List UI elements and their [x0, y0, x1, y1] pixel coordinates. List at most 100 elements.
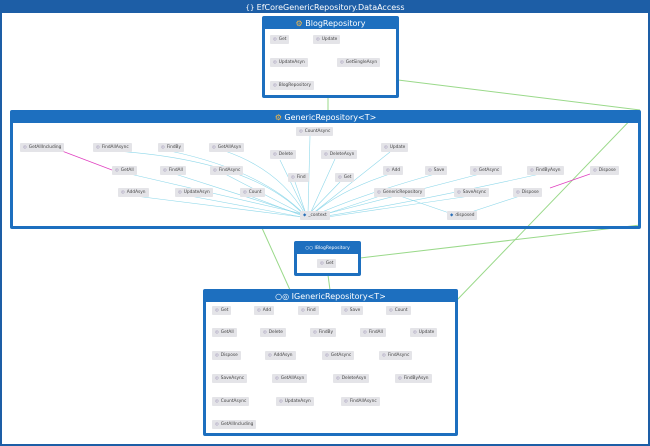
field-node[interactable]: ◆disposed — [447, 211, 478, 220]
member-node[interactable]: ◎GetAsync — [322, 351, 355, 360]
member-node[interactable]: ◎GenericRepository — [374, 188, 426, 197]
member-node[interactable]: ◎BlogRepository — [270, 81, 315, 90]
member-node[interactable]: ◎AddAsyn — [118, 188, 149, 197]
member-node[interactable]: ◎GetAsync — [470, 166, 503, 175]
generic-repository-header[interactable]: ⚙ GenericRepository<T> — [13, 113, 638, 123]
member-label: BlogRepository — [278, 83, 312, 88]
member-label: Update — [321, 37, 338, 42]
edge — [308, 181, 341, 215]
member-label: Get — [325, 261, 334, 266]
edge — [307, 135, 311, 215]
member-node[interactable]: ◎FindAll — [360, 328, 386, 337]
method-icon: ◎ — [275, 376, 279, 381]
field-node[interactable]: ◆_context — [300, 211, 330, 220]
member-node[interactable]: ◎DeleteAsyn — [333, 374, 370, 383]
member-node[interactable]: ◎Update — [313, 35, 341, 44]
field-icon: ◆ — [450, 213, 454, 218]
member-node[interactable]: ◎Dispose — [513, 188, 542, 197]
method-icon: ◎ — [324, 152, 328, 157]
member-node[interactable]: ◎FindAsync — [210, 166, 244, 175]
member-node[interactable]: ◎SaveAsync — [454, 188, 490, 197]
member-node[interactable]: ◎Get — [212, 306, 232, 315]
member-node[interactable]: ◎Get — [317, 259, 337, 268]
blog-repository-class[interactable]: ⚙ BlogRepository ◎Get ◎Update ◎UpdateAsy… — [262, 16, 399, 98]
iblog-repository-header[interactable]: ○○ IBlogRepository — [297, 244, 358, 254]
member-node[interactable]: ◎Get — [335, 173, 355, 182]
igeneric-repository-header[interactable]: ○◎ IGenericRepository<T> — [206, 292, 455, 302]
edge — [261, 227, 291, 291]
method-icon: ◎ — [279, 399, 283, 404]
member-node[interactable]: ◎Dispose — [212, 351, 241, 360]
member-node[interactable]: ◎Count — [386, 306, 411, 315]
member-node[interactable]: ◎UpdateAsyn — [270, 58, 308, 67]
member-label: Get — [220, 308, 229, 313]
member-node[interactable]: ◎GetAllIncluding — [212, 420, 257, 429]
member-node[interactable]: ◎Save — [341, 306, 364, 315]
member-node[interactable]: ◎Count — [240, 188, 265, 197]
call-edge — [549, 173, 591, 189]
member-label: GetAll — [220, 330, 234, 335]
member-node[interactable]: ◎SaveAsync — [212, 374, 248, 383]
method-icon: ◎ — [215, 422, 219, 427]
member-node[interactable]: ◎GetAll — [112, 166, 137, 175]
member-node[interactable]: ◎Add — [383, 166, 404, 175]
member-node[interactable]: ◎Add — [254, 306, 275, 315]
method-icon: ◎ — [215, 353, 219, 358]
member-label: FindAll — [368, 330, 383, 335]
member-node[interactable]: ◎GetAll — [212, 328, 237, 337]
igeneric-repository-interface[interactable]: ○◎ IGenericRepository<T> — [203, 289, 458, 436]
member-node[interactable]: ◎FindByAsyn — [395, 374, 432, 383]
method-icon: ◎ — [344, 308, 348, 313]
member-node[interactable]: ◎FindBy — [310, 328, 337, 337]
member-node[interactable]: ◎UpdateAsyn — [175, 188, 213, 197]
member-node[interactable]: ◎Save — [425, 166, 448, 175]
namespace-title: EfCoreGenericRepository.DataAccess — [256, 3, 405, 12]
member-label: Update — [389, 145, 406, 150]
member-node[interactable]: ◎Update — [410, 328, 438, 337]
member-node[interactable]: ◎Find — [288, 173, 309, 182]
edge — [224, 150, 306, 215]
member-label: Delete — [268, 330, 283, 335]
interface-title: IGenericRepository<T> — [291, 292, 386, 301]
iblog-repository-interface[interactable]: ○○ IBlogRepository ◎Get — [294, 241, 361, 276]
member-label: AddAsyn — [126, 190, 146, 195]
member-label: Get — [343, 175, 352, 180]
blog-repository-header[interactable]: ⚙ BlogRepository — [265, 19, 396, 29]
class-icon: ⚙ — [295, 19, 306, 28]
member-node[interactable]: ◎Delete — [270, 150, 296, 159]
member-node[interactable]: ◎FindAllAsync — [93, 143, 132, 152]
member-node[interactable]: ◎Get — [270, 35, 290, 44]
method-icon: ◎ — [273, 60, 277, 65]
member-node[interactable]: ◎FindAll — [160, 166, 186, 175]
member-label: FindAsync — [218, 168, 241, 173]
member-node[interactable]: ◎UpdateAsyn — [276, 397, 314, 406]
member-node[interactable]: ◎CountAsync — [212, 397, 250, 406]
member-node[interactable]: ◎GetSingleAsyn — [337, 58, 381, 67]
member-node[interactable]: ◎AddAsyn — [265, 351, 296, 360]
member-node[interactable]: ◎CountAsync — [296, 127, 334, 136]
member-label: Dispose — [598, 168, 616, 173]
method-icon: ◎ — [382, 353, 386, 358]
member-node[interactable]: ◎FindAllAsync — [341, 397, 380, 406]
namespace-header[interactable]: {} EfCoreGenericRepository.DataAccess — [2, 2, 648, 13]
member-node[interactable]: ◎FindByAsyn — [527, 166, 564, 175]
member-node[interactable]: ◎FindBy — [158, 143, 185, 152]
method-icon: ◎ — [316, 37, 320, 42]
method-icon: ◎ — [213, 168, 217, 173]
member-node[interactable]: ◎DeleteAsyn — [321, 150, 358, 159]
member-node[interactable]: ◎GetAllAsyn — [272, 374, 308, 383]
method-icon: ◎ — [268, 353, 272, 358]
member-node[interactable]: ◎GetAllIncluding — [20, 143, 65, 152]
member-node[interactable]: ◎Dispose — [590, 166, 619, 175]
member-node[interactable]: ◎GetAllAsyn — [209, 143, 245, 152]
member-node[interactable]: ◎Delete — [260, 328, 286, 337]
member-node[interactable]: ◎Find — [298, 306, 319, 315]
member-label: Dispose — [521, 190, 539, 195]
member-node[interactable]: ◎FindAsync — [379, 351, 413, 360]
method-icon: ◎ — [215, 376, 219, 381]
member-node[interactable]: ◎Update — [381, 143, 409, 152]
member-label: GetAllIncluding — [220, 422, 254, 427]
member-label: GenericRepository — [382, 190, 423, 195]
generic-repository-class[interactable]: ⚙ GenericRepository<T> — [10, 110, 641, 229]
member-label: DeleteAsyn — [341, 376, 367, 381]
